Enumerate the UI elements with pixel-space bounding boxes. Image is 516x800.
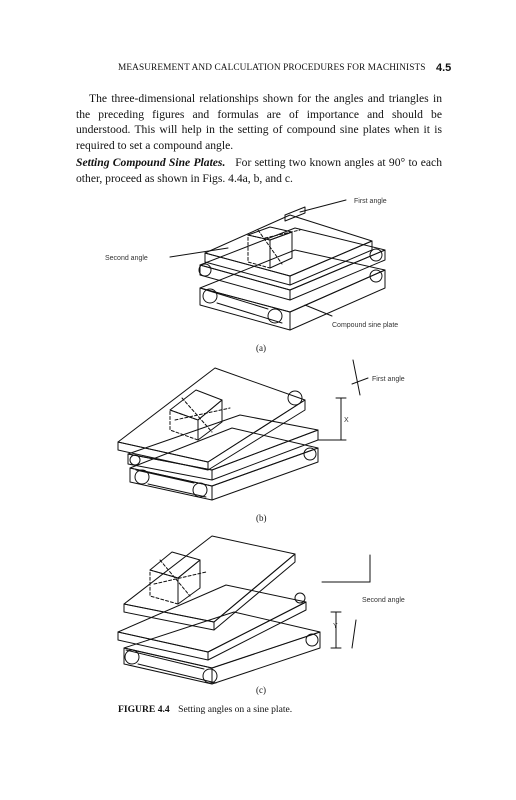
label-b-first-angle: First angle (372, 376, 405, 383)
label-b-x: X (344, 417, 349, 424)
panel-b-drawing (117, 359, 369, 501)
label-a-first-angle: First angle (354, 198, 387, 205)
panel-a-drawing (169, 199, 386, 331)
figure-number: FIGURE 4.4 (118, 704, 170, 715)
sublabel-c: (c) (256, 685, 266, 695)
label-c-y: Y (333, 623, 338, 630)
figure-caption: FIGURE 4.4 Setting angles on a sine plat… (118, 704, 292, 715)
running-head: MEASUREMENT AND CALCULATION PROCEDURES F… (118, 63, 426, 73)
sublabel-a: (a) (256, 343, 266, 353)
page-header: MEASUREMENT AND CALCULATION PROCEDURES F… (0, 62, 516, 77)
sine-plate-figure: First angle Second angle Compound sine p… (105, 198, 405, 695)
sublabel-b: (b) (256, 513, 267, 523)
paragraph-1: The three-dimensional relationships show… (76, 92, 442, 152)
paragraph-2-text: For setting two known angles at 90° to e… (76, 156, 442, 185)
page-number: 4.5 (436, 62, 452, 74)
label-a-second-angle: Second angle (105, 255, 148, 262)
paragraph-2: Setting Compound Sine Plates. For settin… (76, 155, 442, 186)
figure-caption-text: Setting angles on a sine plate. (178, 704, 293, 715)
runin-heading: Setting Compound Sine Plates. (76, 156, 226, 169)
panel-c-drawing (117, 535, 371, 685)
label-c-second-angle: Second angle (362, 597, 405, 604)
label-a-compound-sine-plate: Compound sine plate (332, 322, 398, 329)
